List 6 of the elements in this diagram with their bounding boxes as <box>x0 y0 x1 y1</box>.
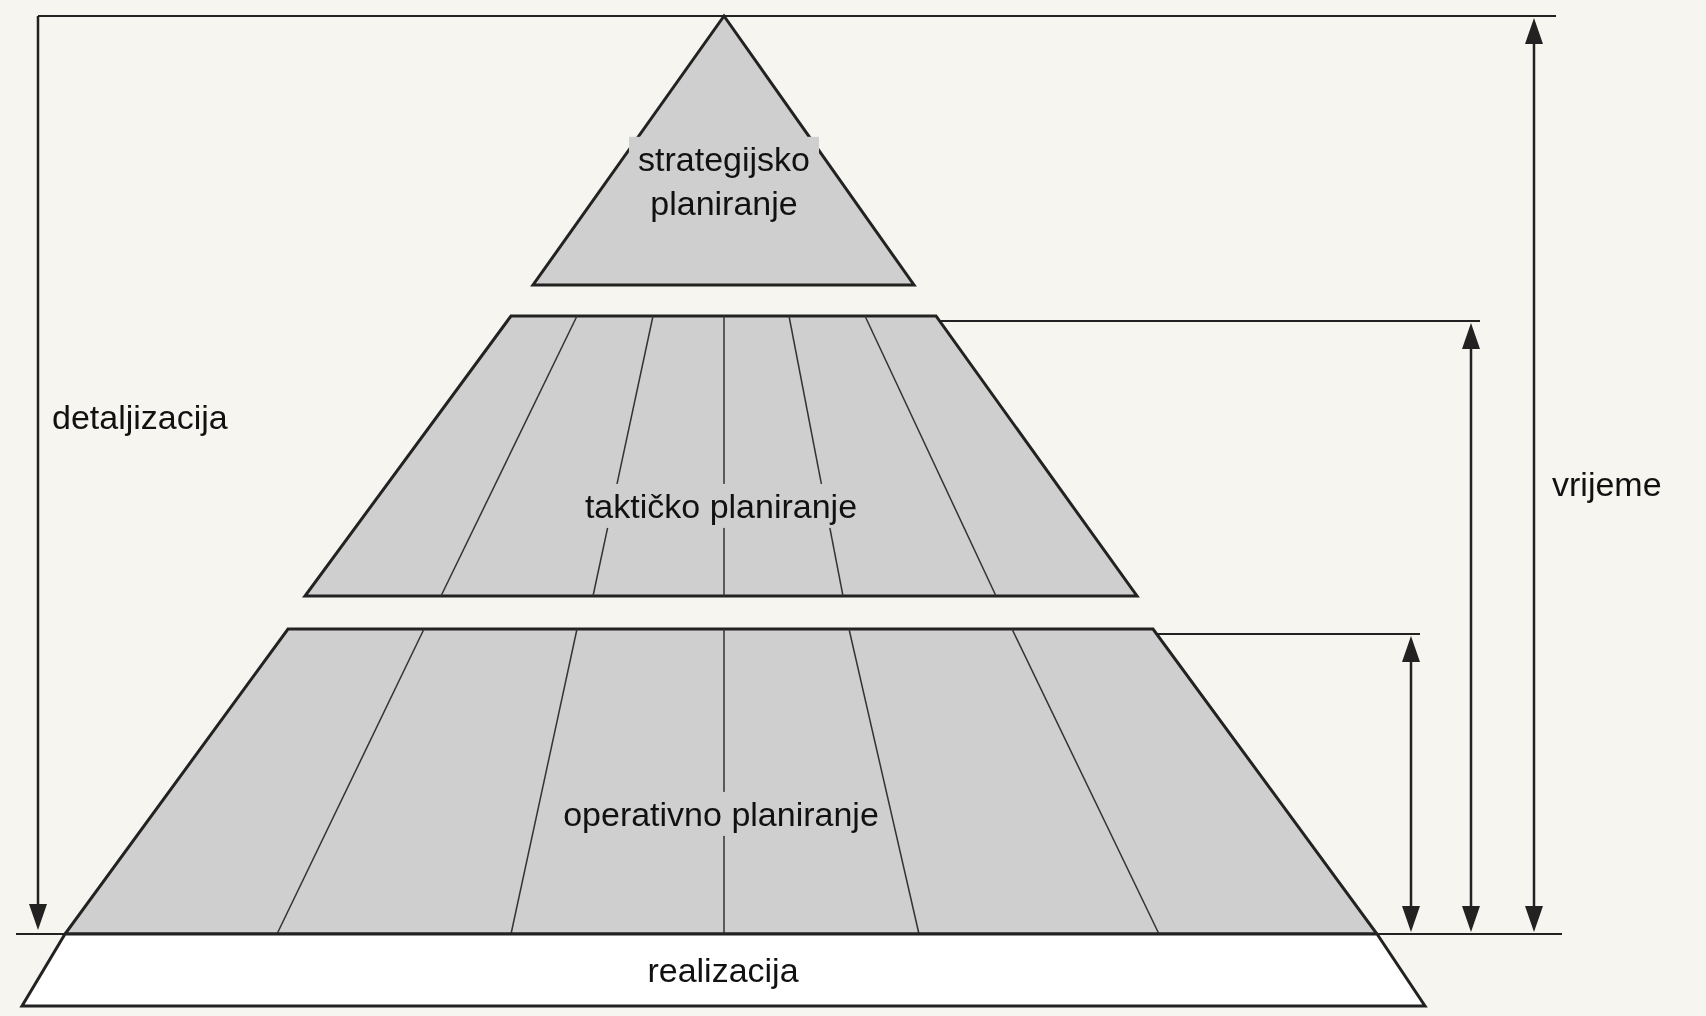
direction-label: detaljizacija <box>52 397 228 437</box>
pyramid-tier <box>533 16 914 285</box>
dimension-label: vrijeme <box>1552 464 1662 504</box>
pyramid-tier <box>305 316 1137 596</box>
pyramid-tier <box>65 629 1377 934</box>
pyramid-tier <box>22 934 1425 1006</box>
